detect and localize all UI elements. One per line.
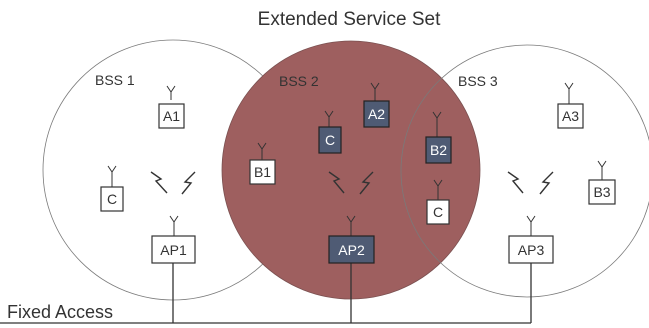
antenna-icon: [370, 82, 380, 101]
node-ap2: AP2: [328, 235, 375, 264]
antenna-icon: [433, 179, 443, 200]
node-c-bss1-label: C: [107, 191, 117, 207]
antennas: [107, 82, 607, 236]
node-a1-label: A1: [163, 108, 180, 124]
wireless-link-icon: [328, 171, 345, 194]
node-b3: B3: [588, 179, 616, 205]
wireless-link-icon: [507, 171, 524, 194]
wireless-links: [150, 171, 554, 195]
node-a3-label: A3: [562, 108, 579, 124]
node-a2: A2: [363, 100, 390, 128]
node-b1-label: B1: [254, 164, 271, 180]
wireless-link-icon: [359, 171, 374, 195]
antenna-icon: [346, 215, 356, 236]
bss3-label: BSS 3: [458, 73, 498, 89]
node-ap1: AP1: [151, 235, 196, 264]
antenna-icon: [432, 111, 442, 137]
node-c-bss3-label: C: [433, 204, 443, 220]
node-c-bss1: C: [100, 186, 124, 212]
node-ap1-label: AP1: [160, 242, 187, 258]
node-c-bss3: C: [426, 199, 450, 225]
node-ap2-label: AP2: [338, 242, 365, 258]
bss3-circle: [400, 44, 649, 298]
node-b1: B1: [249, 159, 276, 185]
antenna-icon: [169, 215, 179, 236]
node-c-bss2: C: [318, 126, 342, 154]
fixed-access-wiring: [0, 263, 532, 324]
antenna-icon: [597, 160, 607, 180]
node-b2-label: B2: [430, 142, 447, 158]
antenna-icon: [107, 165, 117, 187]
node-a1: A1: [158, 103, 185, 129]
node-c-bss2-label: C: [325, 132, 335, 148]
node-ap3-label: AP3: [518, 242, 545, 258]
wireless-link-icon: [150, 171, 168, 194]
antenna-icon: [257, 142, 267, 160]
node-a2-label: A2: [368, 106, 385, 122]
wireless-link-icon: [181, 171, 196, 195]
antenna-icon: [564, 82, 574, 104]
diagram-title: Extended Service Set: [258, 9, 441, 30]
fixed-access-label: Fixed Access: [7, 302, 113, 322]
antenna-icon: [166, 85, 176, 100]
antenna-icon: [526, 215, 536, 236]
node-a3: A3: [557, 103, 584, 129]
bss2-label: BSS 2: [279, 73, 319, 89]
node-b2: B2: [425, 136, 452, 164]
wireless-link-icon: [539, 171, 554, 195]
antenna-icon: [324, 110, 334, 127]
node-b3-label: B3: [593, 184, 610, 200]
bss1-label: BSS 1: [95, 72, 135, 88]
node-ap3: AP3: [508, 235, 554, 264]
